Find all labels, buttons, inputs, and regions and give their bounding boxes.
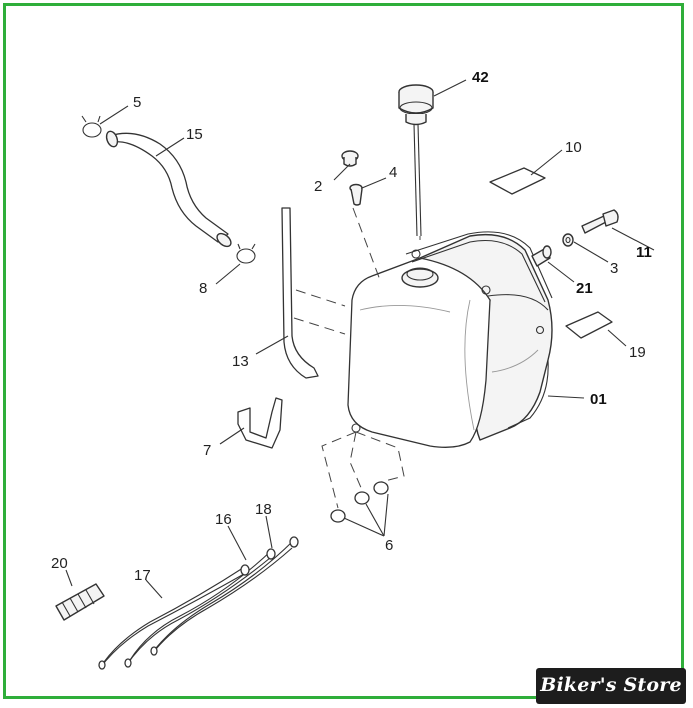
watermark-text: Biker's Store xyxy=(540,674,682,696)
leader-lines xyxy=(65,79,655,599)
label-4: 4 xyxy=(389,164,397,181)
label-2: 2 xyxy=(314,178,322,195)
label-8: 8 xyxy=(199,280,207,297)
part-labels: 42 10 11 3 21 19 01 4 2 5 15 8 13 7 6 16… xyxy=(51,69,652,584)
spring-20 xyxy=(55,583,105,621)
bikers-store-watermark: Biker's Store xyxy=(536,668,686,704)
label-18: 18 xyxy=(255,501,272,518)
assembly-lines xyxy=(293,207,421,509)
bracket-7 xyxy=(237,397,283,449)
decal-19 xyxy=(565,311,613,339)
decal-10 xyxy=(489,167,546,195)
label-20: 20 xyxy=(51,555,68,572)
label-5: 5 xyxy=(133,94,141,111)
label-7: 7 xyxy=(203,442,211,459)
label-10: 10 xyxy=(565,139,582,156)
label-16: 16 xyxy=(215,511,232,528)
diagram-frame xyxy=(3,3,684,699)
filler-cap xyxy=(398,84,434,237)
label-11: 11 xyxy=(636,244,652,261)
oil-tank xyxy=(347,231,553,448)
screw-11 xyxy=(581,209,619,234)
label-42: 42 xyxy=(472,69,489,86)
label-21: 21 xyxy=(576,280,593,297)
clamps-6 xyxy=(330,481,389,523)
label-15: 15 xyxy=(186,126,203,143)
hose-15 xyxy=(105,130,232,248)
washer-3 xyxy=(562,233,574,247)
hoses-16-17-18 xyxy=(98,536,299,670)
screw-2 xyxy=(341,150,359,167)
clamp-5 xyxy=(81,115,102,138)
label-17: 17 xyxy=(134,567,151,584)
clamp-8 xyxy=(236,243,256,264)
label-19: 19 xyxy=(629,344,646,361)
grommet-4 xyxy=(349,183,363,206)
spacer-21 xyxy=(531,245,552,267)
label-01: 01 xyxy=(590,391,607,408)
label-3: 3 xyxy=(610,260,618,277)
label-6: 6 xyxy=(385,537,393,554)
vent-tube-13 xyxy=(281,207,319,379)
label-13: 13 xyxy=(232,353,249,370)
